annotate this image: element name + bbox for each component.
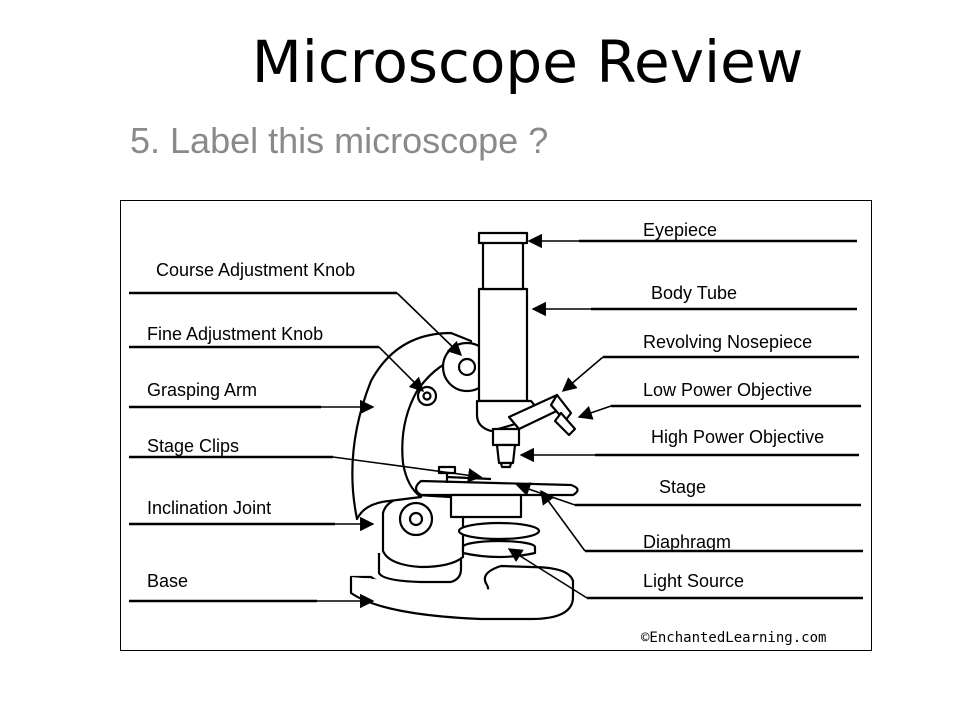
eyepiece-drawing [477, 231, 529, 291]
label-course-adjustment-knob: Course Adjustment Knob [156, 260, 356, 280]
label-low-power-objective: Low Power Objective [643, 380, 813, 400]
slide-subtitle: 5. Label this microscope ? [130, 120, 549, 161]
label-grasping-arm: Grasping Arm [147, 380, 258, 400]
right-answer-lines [575, 239, 863, 600]
objectives-drawing [491, 393, 577, 469]
pointer-arrows [317, 233, 612, 609]
microscope-figure: Course Adjustment Knob Fine Adjustment K… [120, 200, 872, 651]
label-light-source: Light Source [643, 571, 745, 591]
label-fine-adjustment-knob: Fine Adjustment Knob [147, 324, 324, 344]
microscope-illustration [349, 231, 579, 621]
body-tube-drawing [477, 287, 529, 403]
microscope-base [349, 553, 575, 621]
label-eyepiece: Eyepiece [643, 220, 718, 240]
label-revolving-nosepiece: Revolving Nosepiece [643, 332, 813, 352]
copyright-text: ©EnchantedLearning.com [641, 630, 827, 646]
slide-title: Microscope Review [251, 28, 804, 96]
label-inclination-joint: Inclination Joint [147, 498, 272, 518]
label-body-tube: Body Tube [651, 283, 738, 303]
microscope-arm [351, 331, 473, 521]
microscope-drawing [129, 231, 863, 621]
label-base: Base [147, 571, 189, 591]
label-stage-clips: Stage Clips [147, 436, 240, 456]
label-diaphragm: Diaphragm [643, 532, 732, 552]
inclination-joint-drawing [398, 501, 434, 537]
diaphragm-drawing [457, 521, 541, 559]
left-answer-lines [129, 291, 397, 603]
label-high-power-objective: High Power Objective [651, 427, 825, 447]
label-stage: Stage [659, 477, 707, 497]
